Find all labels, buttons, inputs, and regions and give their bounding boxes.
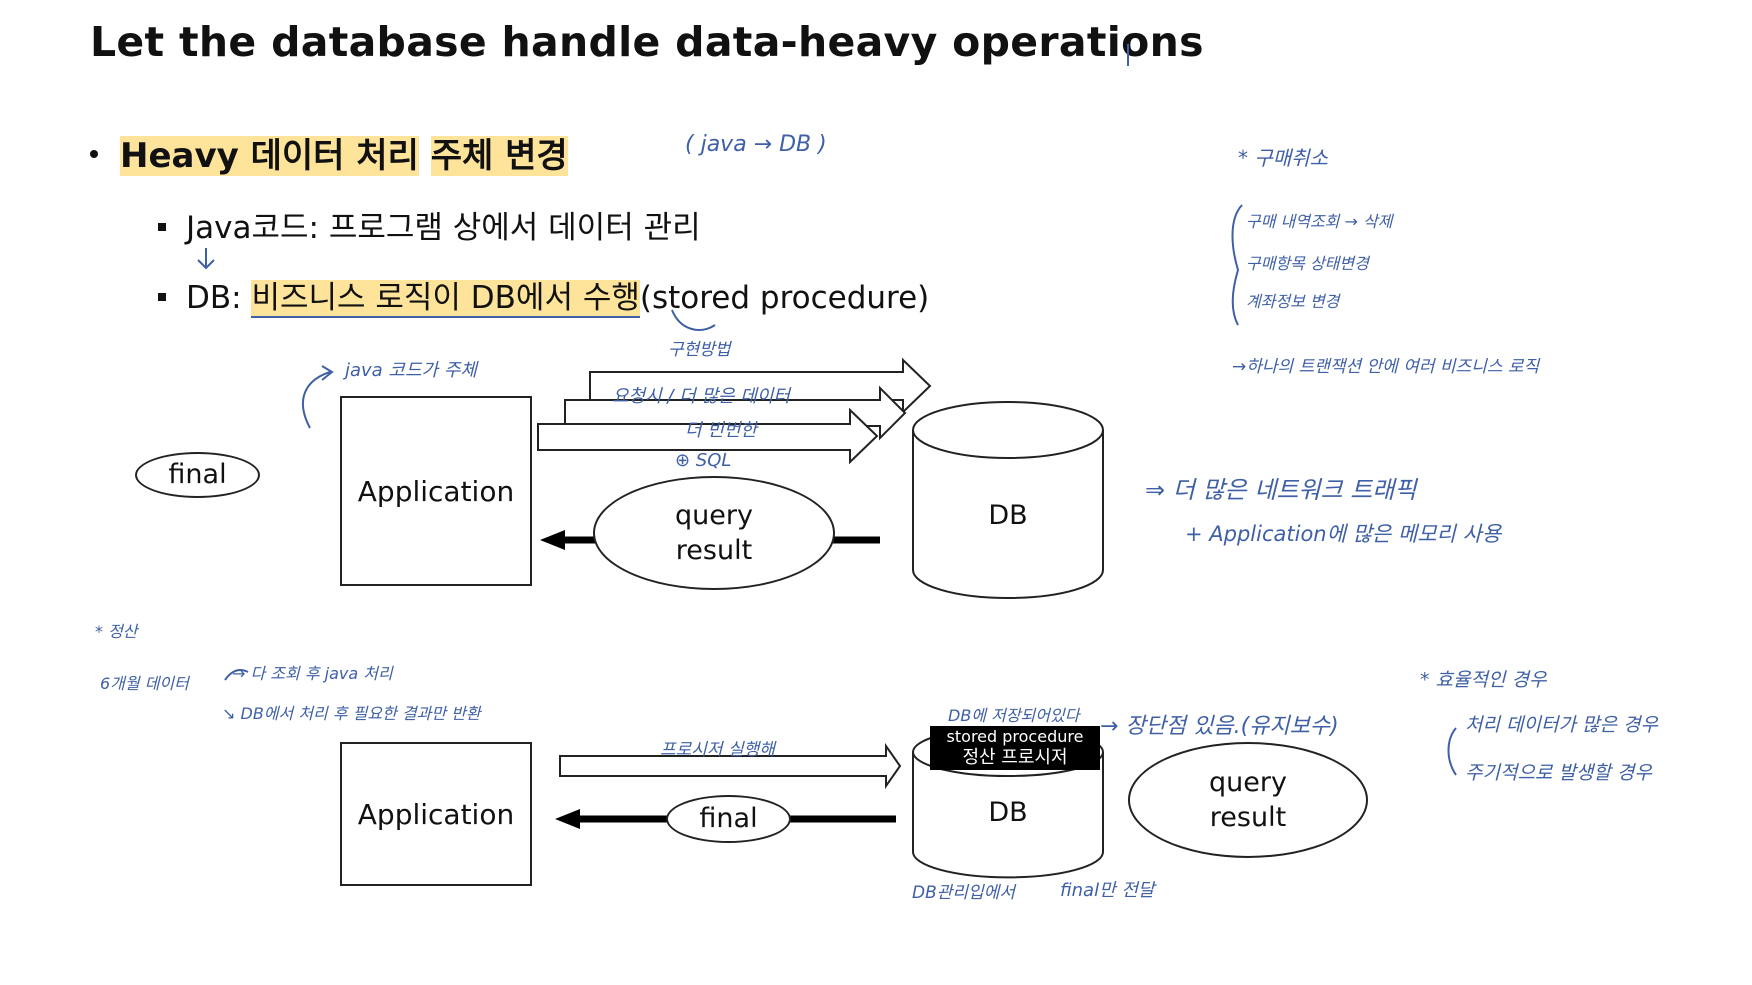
application-box-top-label: Application [357, 474, 515, 508]
slide-title: Let the database handle data-heavy opera… [90, 18, 1204, 66]
final-node-top: final [135, 452, 260, 498]
application-box-top: Application [340, 396, 532, 586]
note-final-only: final만 전달 [1060, 880, 1155, 901]
note-java-db: ( java → DB ) [685, 132, 827, 157]
db-cylinder-bottom-body [912, 752, 1104, 879]
note-request-many: 요청시 / 더 많은 데이터 [612, 386, 790, 407]
bullet-db: DB: 비즈니스 로직이 DB에서 수행(stored procedure) [158, 272, 930, 318]
bullet-square [158, 222, 166, 231]
arrow-settlement [224, 669, 249, 681]
note-periodic: 주기적으로 발생할 경우 [1465, 762, 1652, 784]
curve-arrow-java [301, 365, 334, 429]
query-result-top: query result [593, 476, 835, 590]
note-purchase-item-3: 계좌정보 변경 [1246, 292, 1340, 311]
note-impl-method: 구현방법 [668, 340, 731, 360]
proc-arrow [559, 742, 902, 790]
note-more-exec: 더 빈번한 [685, 420, 757, 441]
note-purchase-cancel: * 구매취소 [1238, 146, 1328, 170]
brace-purchase [1231, 204, 1243, 326]
note-db-manage: DB관리입에서 [912, 883, 1015, 903]
result-arrow-head [540, 530, 565, 550]
query-result-bottom-line2: result [1209, 802, 1287, 833]
note-network-traffic: ⇒ 더 많은 네트워크 트래픽 [1145, 476, 1417, 504]
stored-procedure-line1: stored procedure [946, 727, 1084, 746]
brace-efficient [1447, 727, 1457, 776]
query-result-bottom: query result [1128, 742, 1368, 858]
note-one-transaction: →하나의 트랜잭션 안에 여러 비즈니스 로직 [1232, 357, 1540, 377]
final-node-bottom: final [666, 795, 791, 843]
query-result-bottom-line1: query [1209, 766, 1287, 798]
curve-impl [671, 309, 716, 331]
query-result-top-line2: result [675, 535, 753, 566]
bullet-main-part2: 주체 변경 [430, 136, 568, 176]
note-purchase-item-1: 구매 내역조회 → 삭제 [1246, 212, 1393, 231]
note-pros-cons: → 장단점 있음.(유지보수) [1100, 714, 1339, 739]
application-box-bottom: Application [340, 742, 532, 886]
db-cylinder-top-body [912, 430, 1104, 599]
bullet-db-highlight: 비즈니스 로직이 DB에서 수행 [251, 280, 640, 318]
note-db-process: ↘ DB에서 처리 후 필요한 결과만 반환 [222, 704, 481, 723]
bullet-dot [90, 149, 98, 158]
request-arrow-3 [537, 407, 879, 465]
final-arrow-head [555, 809, 580, 829]
note-many-data: 처리 데이터가 많은 경우 [1465, 714, 1658, 736]
text-cursor [1127, 44, 1129, 66]
final-node-bottom-label: final [699, 803, 758, 835]
query-result-top-line1: query [675, 499, 753, 531]
bullet-db-prefix: DB: [186, 280, 252, 316]
note-proc-exec: 프로시저 실행해 [660, 740, 775, 760]
note-purchase-item-2: 구매항목 상태변경 [1246, 254, 1369, 273]
note-settlement: * 정산 [95, 622, 138, 641]
bullet-db-suffix: (stored procedure) [639, 280, 930, 316]
final-node-top-label: final [168, 459, 227, 491]
note-all-query: → 다 조회 후 java 처리 [232, 664, 393, 683]
note-efficient-case: * 효율적인 경우 [1420, 669, 1547, 691]
note-sql: ⊕ SQL [675, 450, 732, 471]
stored-procedure-label: stored procedure 정산 프로시저 [930, 726, 1100, 770]
note-memory-use: + Application에 많은 메모리 사용 [1185, 522, 1502, 546]
db-cylinder-top-cap [912, 401, 1104, 459]
note-six-month: 6개월 데이터 [100, 674, 189, 693]
stored-procedure-line2: 정산 프로시저 [962, 747, 1068, 768]
db-label-bottom: DB [988, 797, 1028, 828]
application-box-bottom-label: Application [357, 797, 515, 831]
note-java-main: java 코드가 주체 [345, 360, 477, 381]
bullet-java: Java코드: 프로그램 상에서 데이터 관리 [158, 202, 701, 247]
bullet-square [158, 292, 166, 301]
down-arrow-java-db [197, 248, 215, 270]
note-db-stored: DB에 저장되어있다 [948, 706, 1080, 725]
bullet-main: Heavy 데이터 처리 주체 변경 [90, 128, 568, 177]
db-label-top: DB [988, 500, 1028, 531]
bullet-java-text: Java코드: 프로그램 상에서 데이터 관리 [186, 210, 701, 246]
bullet-main-part1: Heavy 데이터 처리 [120, 136, 419, 176]
